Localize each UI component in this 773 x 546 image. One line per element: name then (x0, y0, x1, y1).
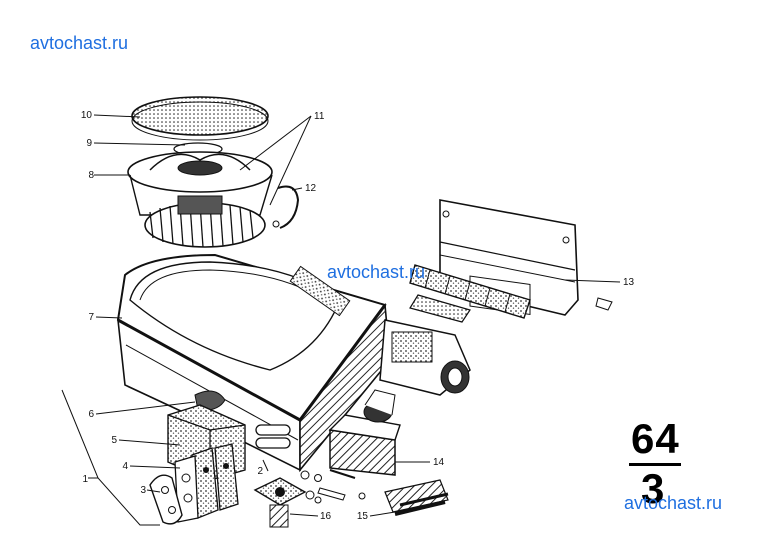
sheet-number-divider (629, 463, 681, 466)
filter-cover-part (131, 96, 269, 141)
callout-9: 9 (86, 138, 92, 149)
valve-box-part (328, 389, 401, 476)
callout-14: 14 (433, 457, 445, 468)
callout-8: 8 (88, 170, 94, 181)
watermark-center: avtochast.ru (327, 262, 426, 282)
callout-16: 16 (320, 511, 332, 522)
sheet-sub-number: 3 (641, 465, 665, 512)
rod-set-part (384, 479, 449, 516)
callout-11: 11 (314, 111, 325, 122)
watermark-top-left: avtochast.ru (30, 33, 129, 53)
callout-4: 4 (122, 461, 128, 472)
clip-part (272, 185, 300, 229)
fastener-set-part (300, 469, 366, 504)
callout-12: 12 (305, 183, 317, 194)
callout-6: 6 (88, 409, 94, 420)
blower-fan-part (127, 151, 273, 248)
callout-10: 10 (81, 110, 93, 121)
air-outlet-duct-part (379, 319, 471, 396)
callout-2: 2 (257, 466, 263, 477)
callout-3: 3 (140, 485, 146, 496)
cylinder-roll-part (409, 264, 531, 319)
sheet-group-number: 64 (631, 415, 680, 462)
tube-pair-part (255, 424, 291, 449)
mounting-flange-part (253, 477, 307, 528)
callout-13: 13 (623, 277, 635, 288)
callout-7: 7 (88, 312, 94, 323)
callout-labels: 1 2 3 4 5 6 7 8 9 10 11 12 13 14 15 16 (81, 110, 635, 522)
leader-lines (61, 114, 621, 526)
gasket-plate-part (409, 294, 471, 323)
callout-15: 15 (357, 511, 369, 522)
callout-1: 1 (82, 474, 88, 485)
callout-5: 5 (111, 435, 117, 446)
oval-plate-part (149, 474, 183, 525)
watermark-bottom-right: avtochast.ru (624, 493, 723, 513)
